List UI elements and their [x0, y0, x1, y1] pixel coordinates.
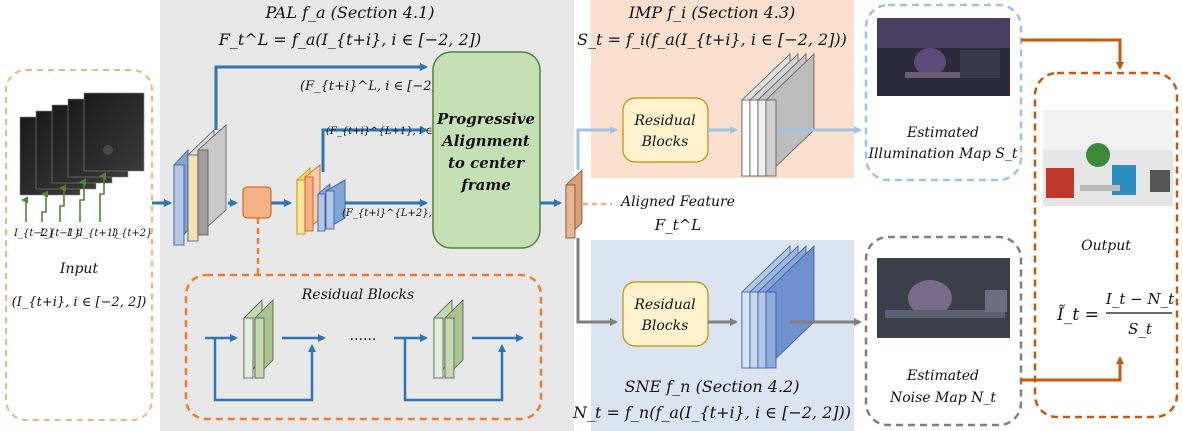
sne-title: SNE f_n (Section 4.2): [625, 377, 800, 396]
sne-block-line-1: Blocks: [641, 318, 689, 334]
frame-label-3: I_{t+1}: [78, 228, 119, 239]
illumination-label-0: Estimated: [906, 125, 979, 141]
noise-label-1: Noise Map N_t: [889, 390, 996, 406]
residual-unit-1: [243, 299, 274, 379]
sne-formula: N_t = f_n(f_a(I_{t+i}, i ∈ [−2, 2])): [572, 403, 851, 422]
illumination-map-image: [877, 18, 1010, 96]
imp-block-line-0: Residual: [633, 113, 695, 129]
noise-to-output-arrow: [1021, 356, 1124, 382]
illumination-label-1: Illumination Map S_t: [868, 146, 1018, 162]
alignment-line-1: Alignment: [440, 132, 530, 150]
output-caption: Output: [1081, 238, 1131, 254]
pal-residual-title: Residual Blocks: [301, 287, 414, 303]
input-box: [5, 69, 153, 421]
feature-label-L2: (F_{t+i}^{L+2}, i ∈ [−2, 2]): [342, 208, 491, 219]
input-green-arrows: [21, 172, 106, 222]
noise-map-image: [877, 258, 1010, 338]
pal-arrow-mid: [321, 126, 428, 172]
feature-label-L: (F_{t+i}^L, i ∈ [−2, 2]): [300, 79, 458, 94]
frame-label-1: I_{t−1}: [39, 228, 80, 239]
output-box: [1033, 71, 1179, 419]
aligned-feature-block: [565, 169, 583, 239]
pal-arrow-top: [214, 63, 428, 130]
input-caption: Input: [59, 261, 99, 277]
imp-title: IMP f_i (Section 4.3): [628, 3, 796, 22]
noise-label-0: Estimated: [906, 368, 979, 384]
pal-formula: F_t^L = f_a(I_{t+i}, i ∈ [−2, 2]): [218, 30, 481, 49]
output-image: [1043, 110, 1173, 206]
aligned-label: Aligned Feature: [619, 194, 735, 210]
imp-residual-block: [622, 97, 709, 163]
residual-ellipsis: ······: [350, 332, 377, 348]
frame-label-0: I_{t−2}: [13, 228, 54, 239]
imp-formula: S_t = f_i(f_a(I_{t+i}, i ∈ [−2, 2])): [577, 30, 847, 49]
residual-unit-2: [433, 299, 464, 379]
mid-feature-stack: [296, 164, 346, 235]
residual-arrows: [205, 334, 524, 402]
imp-feature-stack: [741, 53, 815, 177]
input-formula: (I_{t+i}, i ∈ [−2, 2]): [12, 295, 147, 310]
sne-block-line-0: Residual: [633, 297, 695, 313]
sne-arrow-in: [576, 238, 618, 326]
alignment-line-2: to center: [448, 154, 525, 172]
illum-to-output-arrow: [1021, 38, 1124, 70]
output-denominator: S_t: [1128, 320, 1153, 338]
output-numerator: I_t − N_t: [1105, 290, 1175, 308]
feature-label-L1: (F_{t+i}^{L+1}, i ∈ [−2, 2]): [326, 126, 475, 137]
progressive-alignment-box: [432, 51, 541, 249]
alignment-line-0: Progressive: [436, 110, 535, 128]
alignment-line-3: frame: [460, 176, 511, 194]
encoder-feature-stack: [173, 124, 227, 247]
imp-block-line-1: Blocks: [641, 134, 689, 150]
frame-label-2: I_t: [66, 228, 81, 239]
illumination-box: [864, 3, 1023, 182]
pal-title: PAL f_a (Section 4.1): [265, 3, 435, 22]
sne-residual-block: [622, 281, 709, 347]
noise-box: [864, 235, 1023, 427]
downsample-block: [242, 186, 272, 219]
frame-label-4: I_{t+2}: [111, 228, 152, 239]
input-frames: [19, 92, 145, 196]
output-formula-left: Ĩ_t =: [1056, 304, 1099, 325]
imp-arrow-in: [576, 126, 618, 170]
aligned-symbol: F_t^L: [654, 216, 702, 234]
pal-residual-box: [184, 273, 543, 421]
